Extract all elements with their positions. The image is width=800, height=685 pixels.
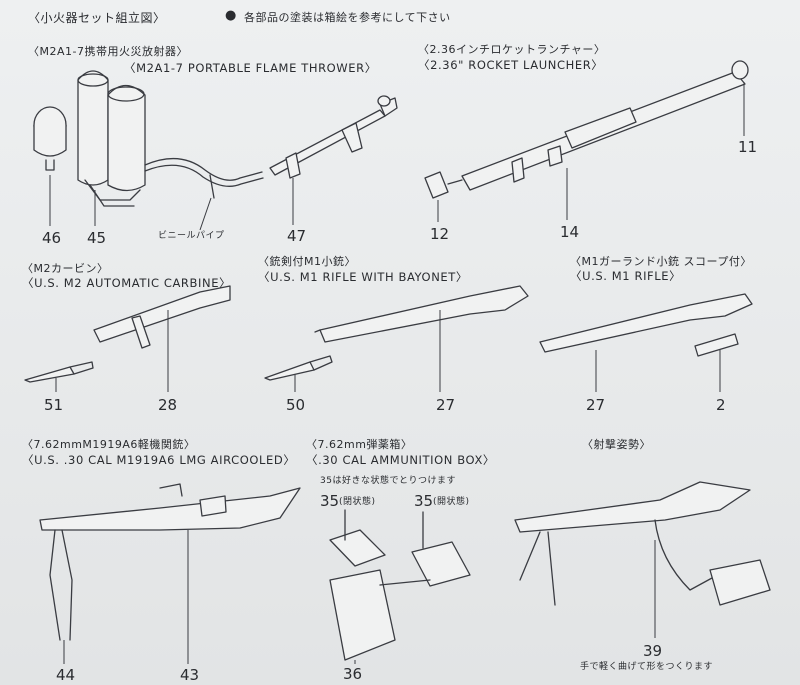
part-number-43: 43 xyxy=(180,666,200,684)
part-number-27-garand: 27 xyxy=(586,396,606,414)
part-number-28: 28 xyxy=(158,396,178,414)
ammo-box-drawing xyxy=(329,509,471,664)
part-number-51: 51 xyxy=(44,396,64,414)
carbine-title-en: 〈U.S. M2 AUTOMATIC CARBINE〉 xyxy=(22,276,232,290)
paint-icon: ● xyxy=(225,8,237,23)
lmg-title-en: 〈U.S. .30 CAL M1919A6 LMG AIRCOOLED〉 xyxy=(22,453,296,467)
part-number-36: 36 xyxy=(343,665,363,683)
open-state-label: (開状態) xyxy=(433,497,470,507)
flamethrower-title-jp: 〈M2A1-7携帯用火災放射器〉 xyxy=(28,45,188,58)
firing-position-drawing xyxy=(514,481,771,638)
part-number-44: 44 xyxy=(56,666,76,684)
flamethrower-title-en: 〈M2A1-7 PORTABLE FLAME THROWER〉 xyxy=(124,61,377,75)
part-number-11: 11 xyxy=(738,138,758,156)
lmg-drawing xyxy=(39,483,301,664)
garand-title-jp: 〈M1ガーランド小銃 スコープ付〉 xyxy=(570,255,752,268)
part-number-45: 45 xyxy=(87,229,107,247)
garand-drawing xyxy=(539,293,753,392)
bayonet-rifle-title-jp: 〈銃剣付M1小銃〉 xyxy=(258,255,356,268)
bayonet-rifle-title-en: 〈U.S. M1 RIFLE WITH BAYONET〉 xyxy=(258,270,468,284)
part-number-35-closed: 35 xyxy=(320,492,340,510)
carbine-drawing xyxy=(24,285,231,392)
closed-state-label: (閉状態) xyxy=(339,497,376,507)
rocket-title-en: 〈2.36" ROCKET LAUNCHER〉 xyxy=(418,58,604,72)
page-title: 〈小火器セット組立図〉 xyxy=(28,11,166,25)
firing-title-jp: 〈射撃姿勢〉 xyxy=(582,438,651,451)
carbine-title-jp: 〈M2カービン〉 xyxy=(22,262,109,275)
bayonet-rifle-drawing xyxy=(264,285,529,392)
part-number-12: 12 xyxy=(430,225,450,243)
bend-note: 手で軽く曲げて形をつくります xyxy=(580,662,714,672)
part-number-47: 47 xyxy=(287,227,307,245)
part-number-35-open: 35 xyxy=(414,492,434,510)
rocket-launcher-drawing xyxy=(424,60,749,222)
garand-title-en: 〈U.S. M1 RIFLE〉 xyxy=(570,269,682,283)
part-number-14: 14 xyxy=(560,223,580,241)
part-number-2: 2 xyxy=(716,396,726,414)
rocket-title-jp: 〈2.36インチロケットランチャー〉 xyxy=(418,43,606,56)
vinyl-pipe-label: ビニールパイプ xyxy=(158,231,225,241)
part-number-39: 39 xyxy=(643,642,663,660)
ammo-note: 35は好きな状態でとりつけます xyxy=(320,476,457,486)
part-number-50: 50 xyxy=(286,396,306,414)
ammo-title-jp: 〈7.62mm弾薬箱〉 xyxy=(306,438,413,451)
part-number-46: 46 xyxy=(42,229,62,247)
part-number-27-bayonet: 27 xyxy=(436,396,456,414)
flamethrower-drawing xyxy=(33,70,398,231)
paint-note: 各部品の塗装は箱絵を参考にして下さい xyxy=(244,11,451,24)
lmg-title-jp: 〈7.62mmM1919A6軽機関銃〉 xyxy=(22,438,196,451)
ammo-title-en: 〈.30 CAL AMMUNITION BOX〉 xyxy=(306,453,496,467)
